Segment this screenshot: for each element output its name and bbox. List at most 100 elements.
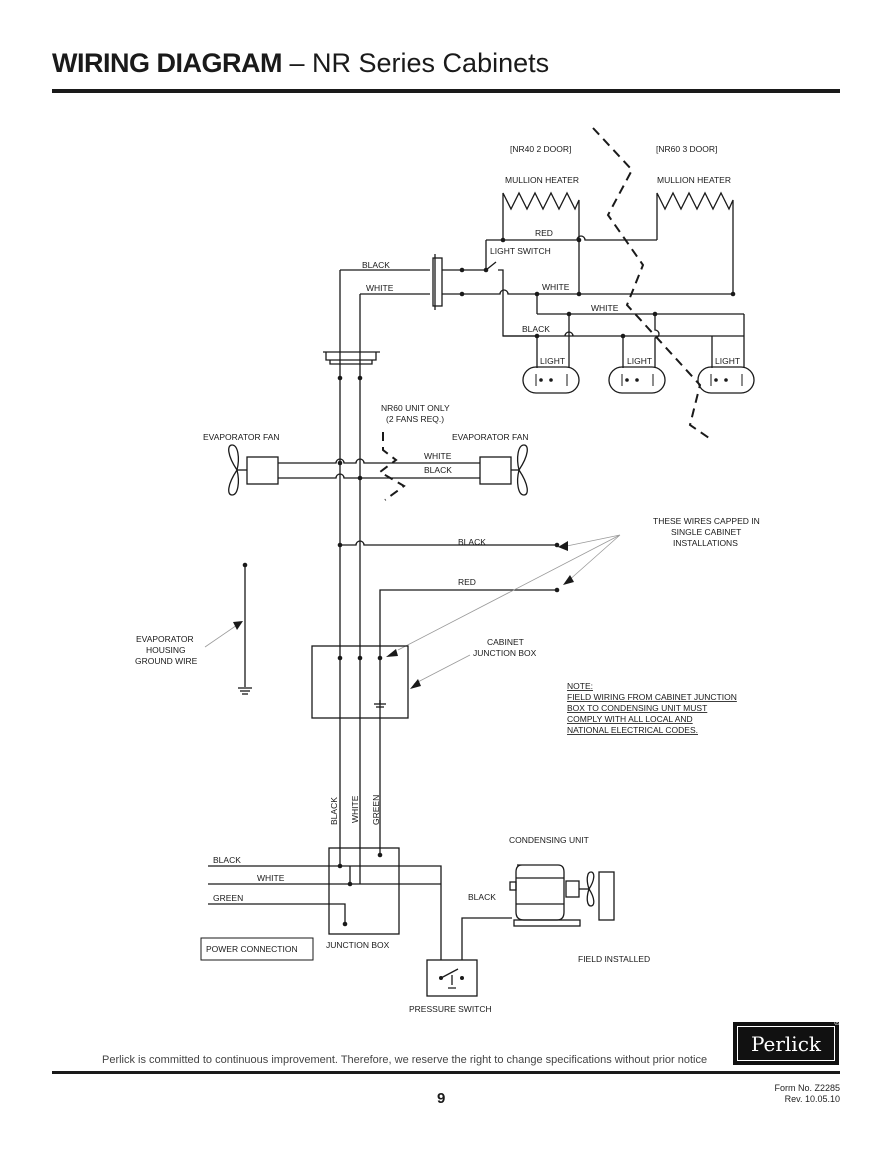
capped-red-wire: [379, 589, 556, 660]
mullion-heater-1-element: [502, 191, 580, 230]
label-black-fan: BLACK: [424, 465, 452, 475]
label-light-3: LIGHT: [715, 356, 740, 366]
top-junction-dots: [459, 237, 736, 339]
label-evaporator-fan-left: EVAPORATOR FAN: [203, 432, 280, 442]
label-green-power: GREEN: [213, 893, 243, 903]
capped-leader-lines: [397, 534, 621, 651]
condensing-unit-compressor: [515, 864, 565, 921]
capped-arrowheads: [386, 541, 574, 657]
label-black-vertical: BLACK: [329, 797, 339, 825]
label-white-top: WHITE: [366, 283, 394, 293]
light-fixture-3: [697, 366, 755, 394]
wire-pass-through: [323, 351, 380, 365]
cabinet-jb-ground: [374, 700, 386, 708]
page-title-bold: WIRING DIAGRAM: [52, 48, 282, 78]
capped-wire-ends: [337, 542, 560, 593]
cabinet-junction-box: [311, 645, 409, 719]
note-line-1: NOTE:: [567, 681, 593, 691]
header-rule: [52, 89, 840, 93]
label-white-power: WHITE: [257, 873, 285, 883]
label-ground-1: EVAPORATOR: [136, 634, 194, 644]
label-mullion-heater-1: MULLION HEATER: [505, 175, 579, 185]
evaporator-fan-right-motor: [479, 456, 512, 485]
label-ground-3: GROUND WIRE: [135, 656, 198, 666]
ground-symbol: [238, 687, 252, 695]
label-cab-jb-2: JUNCTION BOX: [473, 648, 537, 658]
label-white-vertical: WHITE: [350, 795, 360, 823]
label-ground-2: HOUSING: [146, 645, 186, 655]
ground-leader: [204, 622, 241, 648]
label-white-lights: WHITE: [591, 303, 619, 313]
form-number: Form No. Z2285: [774, 1083, 840, 1093]
label-capped-1: THESE WIRES CAPPED IN: [653, 516, 760, 526]
label-nr60-only-1: NR60 UNIT ONLY: [381, 403, 450, 413]
black-wire-switch-out: [498, 269, 504, 330]
red-wire-top-run: [486, 235, 657, 241]
label-capped-2: SINGLE CABINET: [671, 527, 741, 537]
note-line-3: BOX TO CONDENSING UNIT MUST: [567, 703, 707, 713]
black-wire-light-hop: [564, 331, 574, 337]
white-wire-plug-run: [442, 289, 733, 295]
label-black-power: BLACK: [213, 855, 241, 865]
label-evaporator-fan-right: EVAPORATOR FAN: [452, 432, 529, 442]
pressure-switch-contact: [440, 968, 459, 989]
door-plug-body: [432, 257, 443, 307]
evaporator-fan-right-blades: [517, 444, 528, 496]
light-fixture-1: [522, 366, 580, 394]
registered-mark: ®: [833, 1018, 841, 1027]
capped-black-wire: [340, 540, 556, 546]
label-white-fan: WHITE: [424, 451, 452, 461]
white-wire-light-2: [654, 314, 660, 368]
label-power-connection: POWER CONNECTION: [206, 944, 298, 954]
black-power-wire: [208, 865, 442, 960]
power-connection-box: [200, 937, 314, 961]
black-wire-to-pressure-switch: [461, 917, 512, 960]
compressor-port: [509, 881, 517, 891]
pressure-switch: [426, 959, 478, 997]
label-nr60: [NR60 3 DOOR]: [656, 144, 717, 154]
label-red-capped: RED: [458, 577, 476, 587]
label-mullion-heater-2: MULLION HEATER: [657, 175, 731, 185]
label-pressure-switch: PRESSURE SWITCH: [409, 1004, 492, 1014]
page-title-rest: – NR Series Cabinets: [289, 48, 550, 78]
note-line-2: FIELD WIRING FROM CABINET JUNCTION: [567, 692, 737, 702]
label-cab-jb-1: CABINET: [487, 637, 524, 647]
light-fixture-dots: [539, 378, 728, 382]
condenser-coil: [598, 871, 615, 921]
label-black-condensing: BLACK: [468, 892, 496, 902]
label-black-lights: BLACK: [522, 324, 550, 334]
light-fixture-pins: [535, 374, 743, 386]
fan-white-wire: [278, 458, 480, 464]
cabinet-break-line-lower: [378, 432, 406, 501]
light-fixture-2: [608, 366, 666, 394]
label-condensing-unit: CONDENSING UNIT: [509, 835, 589, 845]
label-white-plug-run: WHITE: [542, 282, 570, 292]
footer-rule: [52, 1071, 840, 1074]
label-field-installed: FIELD INSTALLED: [578, 954, 650, 964]
condenser-fan-blades: [586, 871, 595, 907]
perlick-logo-text: Perlick: [750, 1031, 822, 1056]
label-nr60-only-2: (2 FANS REQ.): [386, 414, 444, 424]
pass-through-dots: [337, 375, 363, 381]
black-wire-light-1-run: [502, 330, 537, 337]
footer-disclaimer: Perlick is committed to continuous impro…: [102, 1054, 708, 1066]
cabinet-jb-leader: [413, 654, 471, 685]
evaporator-fan-left-blades: [228, 444, 239, 496]
note-line-5: NATIONAL ELECTRICAL CODES.: [567, 725, 698, 735]
label-red-top: RED: [535, 228, 553, 238]
revision: Rev. 10.05.10: [784, 1094, 840, 1104]
evaporator-fan-left-motor: [246, 456, 279, 485]
condenser-fan-motor: [565, 880, 580, 898]
note-line-4: COMPLY WITH ALL LOCAL AND: [567, 714, 693, 724]
label-green-vertical: GREEN: [371, 795, 381, 825]
label-black-capped: BLACK: [458, 537, 486, 547]
label-light-2: LIGHT: [627, 356, 652, 366]
form-info: Form No. Z2285 Rev. 10.05.10: [774, 1083, 840, 1105]
mullion-heater-2-element: [656, 191, 734, 294]
label-nr40: [NR40 2 DOOR]: [510, 144, 571, 154]
cabinet-break-line-upper: [592, 127, 713, 441]
perlick-logo: Perlick ®: [733, 1018, 841, 1065]
cabinet-jb-dots: [337, 655, 383, 661]
page-title: WIRING DIAGRAM – NR Series Cabinets: [52, 48, 549, 79]
